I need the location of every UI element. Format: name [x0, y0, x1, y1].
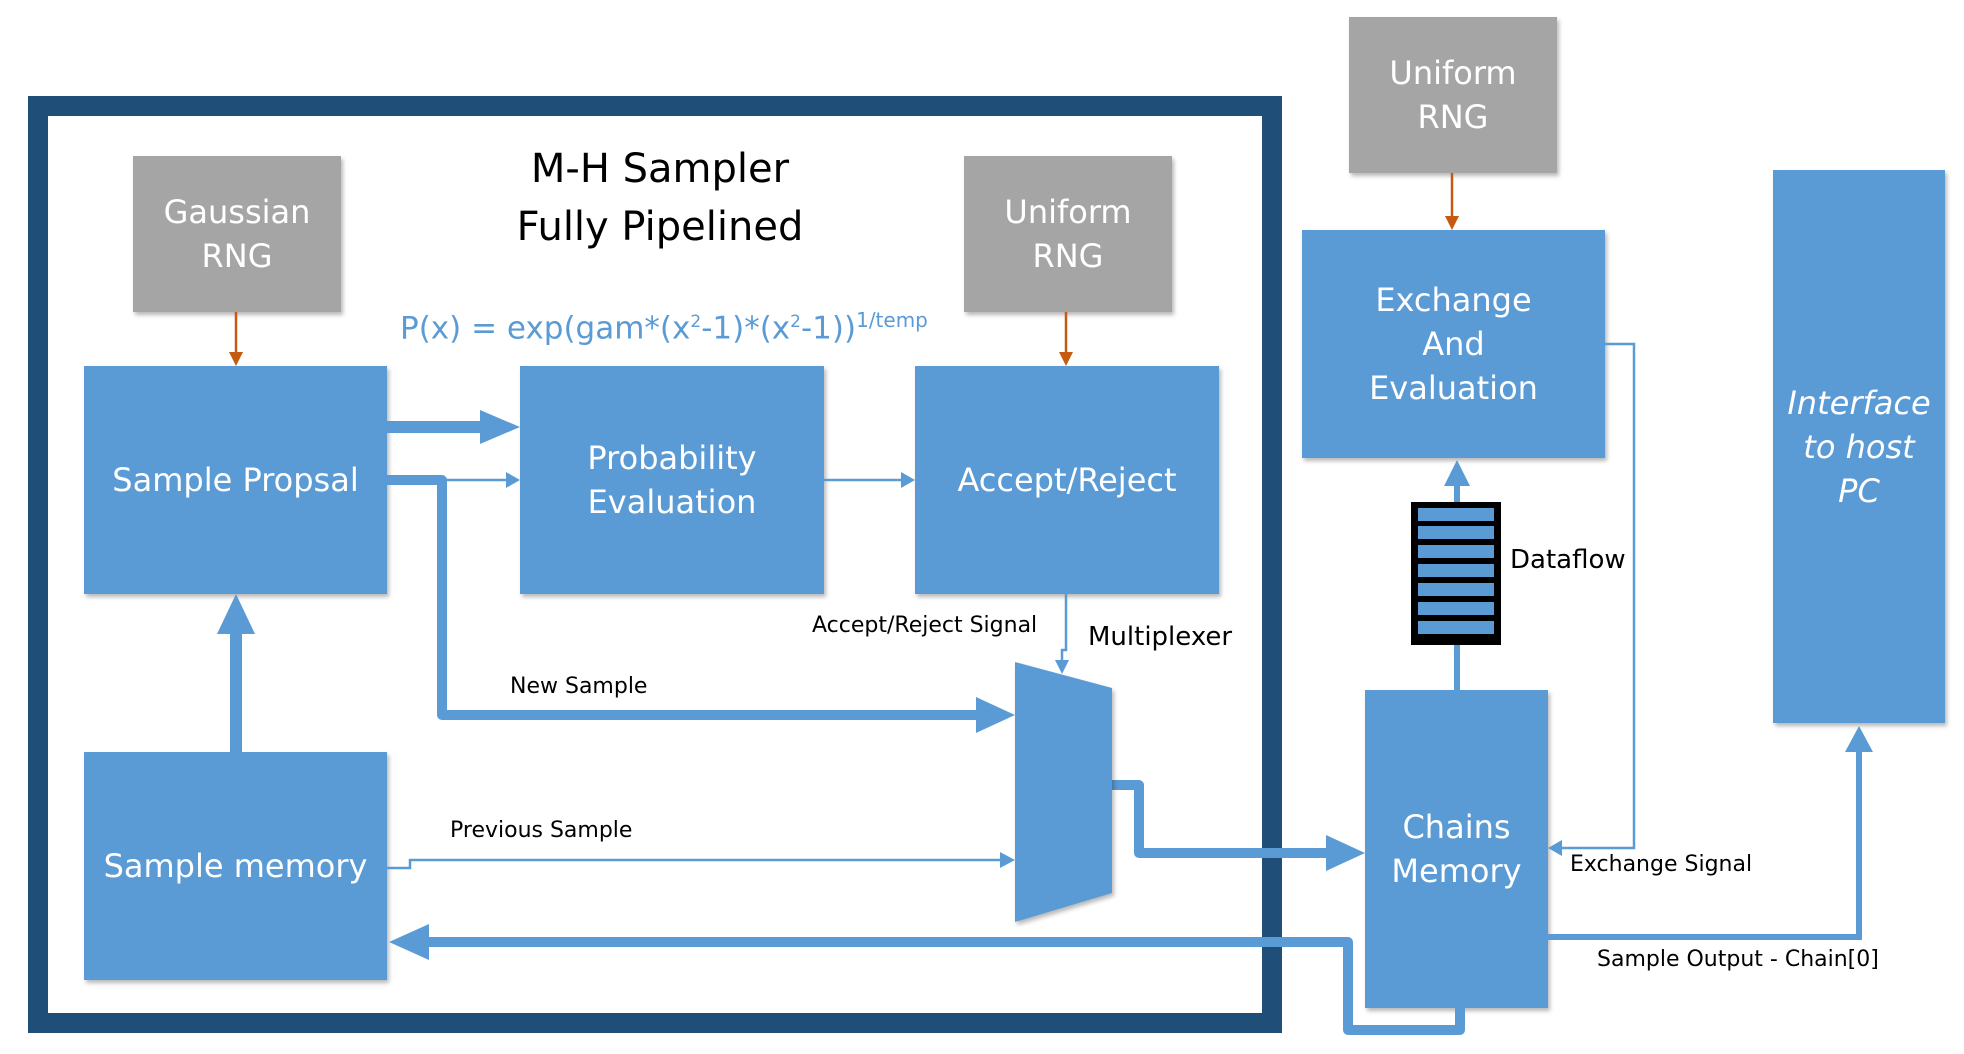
dataflow-fifo-icon	[1411, 502, 1501, 645]
dataflow-label: Dataflow	[1510, 545, 1626, 575]
previous-sample-label: Previous Sample	[450, 818, 633, 843]
gaussian-rng-box: Gaussian RNG	[133, 156, 341, 312]
exchange-evaluation-label: Exchange And Evaluation	[1369, 281, 1538, 407]
mux-to-chains-arrow	[1112, 780, 1365, 871]
chains-memory-box: Chains Memory	[1365, 690, 1548, 1008]
gaussian-rng-label: Gaussian RNG	[163, 193, 311, 275]
exchange-signal-label: Exchange Signal	[1570, 852, 1753, 877]
proposal-to-probability-thin-arrow	[440, 472, 520, 488]
formula-sq2: 2	[790, 312, 801, 332]
multiplexer-label: Multiplexer	[1088, 622, 1233, 652]
probability-evaluation-label: Probability Evaluation	[587, 439, 757, 521]
accept-reject-signal-label: Accept/Reject Signal	[812, 613, 1038, 638]
uniform-rng-inner-box: Uniform RNG	[964, 156, 1172, 312]
uniform-rng-outer-arrow	[1445, 173, 1459, 230]
new-sample-label: New Sample	[510, 674, 648, 699]
gaussian-rng-arrow	[229, 312, 243, 366]
sampler-title-line2: Fully Pipelined	[516, 204, 804, 250]
uniform-rng-outer-label: Uniform RNG	[1389, 54, 1517, 136]
probability-formula: P(x) = exp(gam*(x2-1)*(x2-1))1/temp	[400, 308, 928, 346]
formula-end: -1))	[800, 310, 857, 347]
new-sample-path	[387, 475, 1015, 733]
exchange-signal-arrow	[1548, 342, 1636, 856]
sample-output-arrow	[1548, 726, 1873, 940]
dataflow-to-exchange-arrow	[1444, 460, 1470, 502]
formula-exponent: 1/temp	[856, 308, 928, 332]
formula-sq1: 2	[690, 312, 702, 332]
chains-to-memory-feedback	[389, 924, 1465, 1035]
sample-proposal-label: Sample Propsal	[112, 461, 359, 499]
sample-memory-label: Sample memory	[103, 847, 368, 885]
uniform-rng-outer-box: Uniform RNG	[1349, 17, 1557, 173]
accept-reject-signal-arrow	[1055, 594, 1069, 674]
chains-memory-label: Chains Memory	[1391, 808, 1522, 890]
sample-proposal-box: Sample Propsal	[84, 366, 387, 594]
accept-reject-box: Accept/Reject	[915, 366, 1219, 594]
formula-main: P(x) = exp(gam*(x	[400, 310, 691, 347]
previous-sample-arrow	[387, 852, 1015, 870]
uniform-rng-inner-arrow	[1059, 312, 1073, 366]
proposal-to-probability-arrow	[387, 410, 520, 444]
uniform-rng-inner-label: Uniform RNG	[1004, 193, 1132, 275]
probability-to-accept-arrow	[824, 472, 915, 488]
interface-host-pc-label: Interface to host PC	[1787, 383, 1931, 510]
sampler-title-line1: M-H Sampler	[530, 146, 790, 192]
sampler-title: M-H Sampler Fully Pipelined	[420, 140, 900, 256]
sample-memory-box: Sample memory	[84, 752, 387, 980]
memory-to-proposal-arrow	[217, 594, 255, 752]
multiplexer-shape	[1015, 662, 1112, 922]
interface-host-pc-box: Interface to host PC	[1773, 170, 1945, 723]
sample-output-label: Sample Output - Chain[0]	[1597, 947, 1879, 972]
exchange-evaluation-box: Exchange And Evaluation	[1302, 230, 1605, 458]
formula-mid: -1)*(x	[701, 310, 791, 347]
probability-evaluation-box: Probability Evaluation	[520, 366, 824, 594]
accept-reject-label: Accept/Reject	[957, 461, 1177, 499]
